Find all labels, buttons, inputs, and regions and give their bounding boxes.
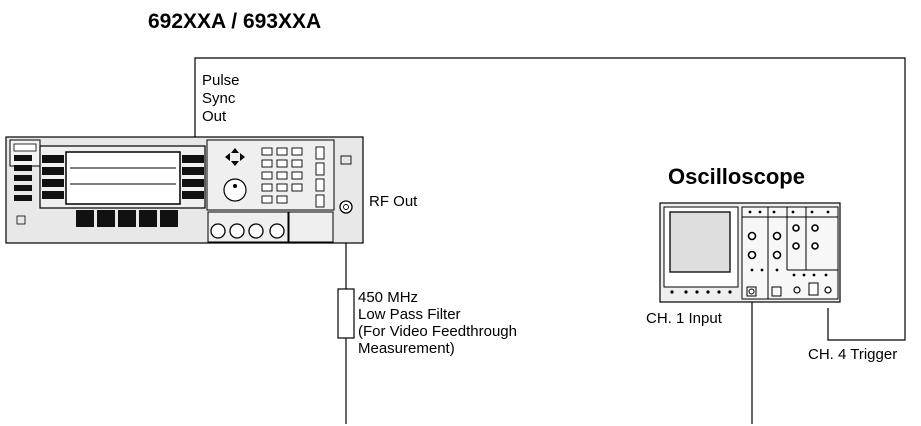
filter-label-line3: (For Video Feedthrough xyxy=(358,323,517,340)
oscilloscope-label: Oscilloscope xyxy=(668,164,805,189)
pulse-sync-label-line2: Sync xyxy=(202,90,236,107)
signal-generator xyxy=(5,136,364,244)
filter-label-line1: 450 MHz xyxy=(358,289,419,306)
low-pass-filter xyxy=(337,288,355,339)
ch1-input-label: CH. 1 Input xyxy=(646,310,722,327)
filter-label-line2: Low Pass Filter xyxy=(358,306,461,323)
rf-out-label: RF Out xyxy=(369,193,418,210)
ch4-trigger-label: CH. 4 Trigger xyxy=(808,346,898,363)
filter-label-line4: Measurement) xyxy=(358,340,455,357)
pulse-sync-label-line1: Pulse xyxy=(202,72,240,89)
oscilloscope xyxy=(659,202,841,303)
pulse-sync-cable xyxy=(194,57,906,341)
pulse-sync-label-line3: Out xyxy=(202,108,227,125)
diagram-title: 692XXA / 693XXA xyxy=(148,10,322,33)
